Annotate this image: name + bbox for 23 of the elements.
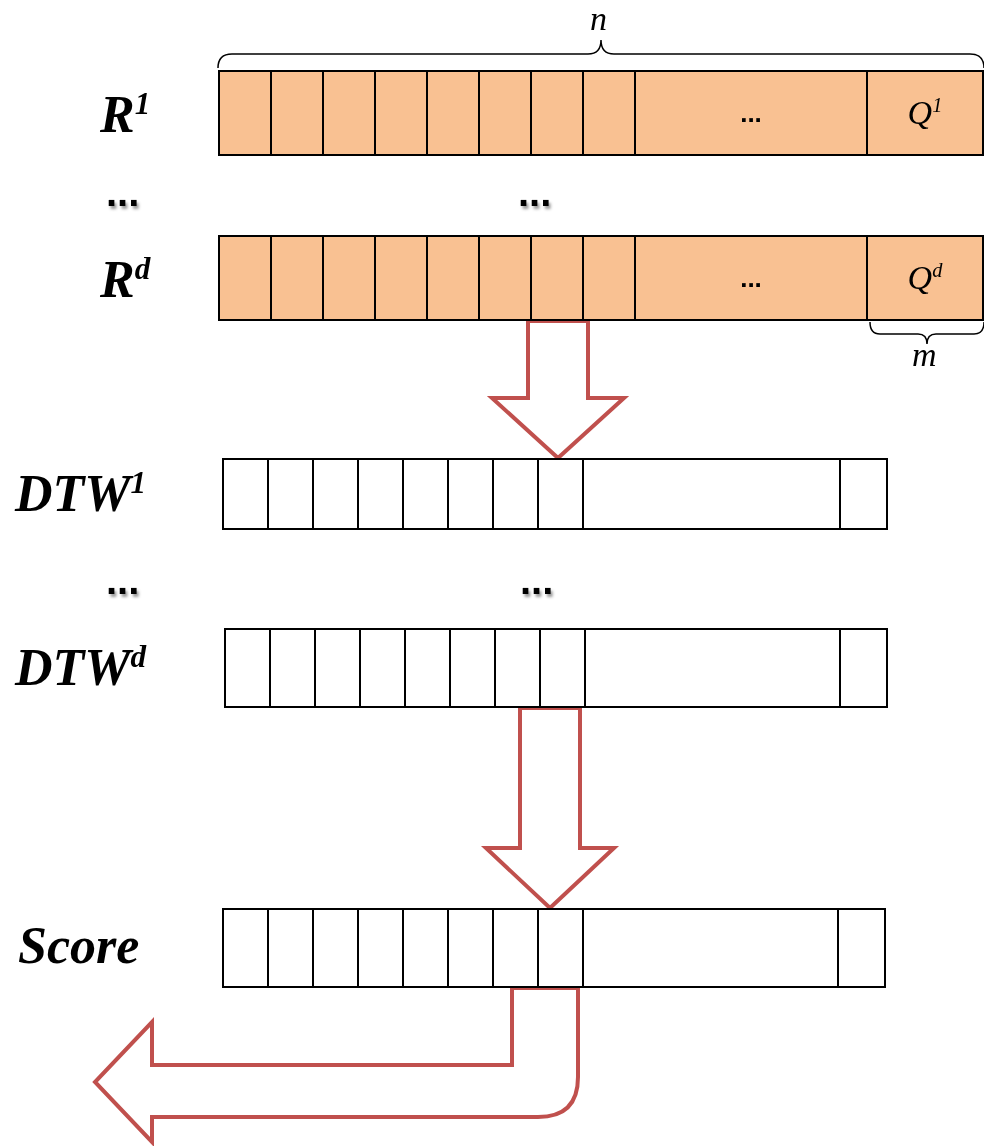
row-label: R$^{1}$: [100, 88, 151, 142]
ellipsis: ...: [106, 560, 140, 600]
ellipsis: ...: [740, 97, 762, 129]
row-label: DTW$^{d}$: [15, 641, 147, 695]
ellipsis: ...: [106, 172, 140, 212]
array-bar: [222, 908, 886, 988]
row-label: R$^{d}$: [100, 253, 151, 307]
cell-label: Q$^{1}$: [907, 93, 943, 133]
block-arrow: [93, 986, 580, 1144]
array-bar: [222, 458, 888, 530]
array-bar: [218, 235, 984, 321]
block-arrow: [480, 706, 620, 911]
dimension-label: m: [912, 338, 937, 372]
row-label: DTW$^{1}$: [15, 467, 147, 521]
ellipsis: ...: [520, 560, 554, 600]
block-arrow: [486, 319, 630, 461]
row-label: Score: [18, 920, 140, 972]
cell-label: Q$^{d}$: [907, 258, 943, 298]
ellipsis: ...: [740, 262, 762, 294]
array-bar: [224, 628, 888, 708]
dimension-label: n: [590, 2, 607, 36]
array-bar: [218, 70, 984, 156]
ellipsis: ...: [518, 172, 552, 212]
